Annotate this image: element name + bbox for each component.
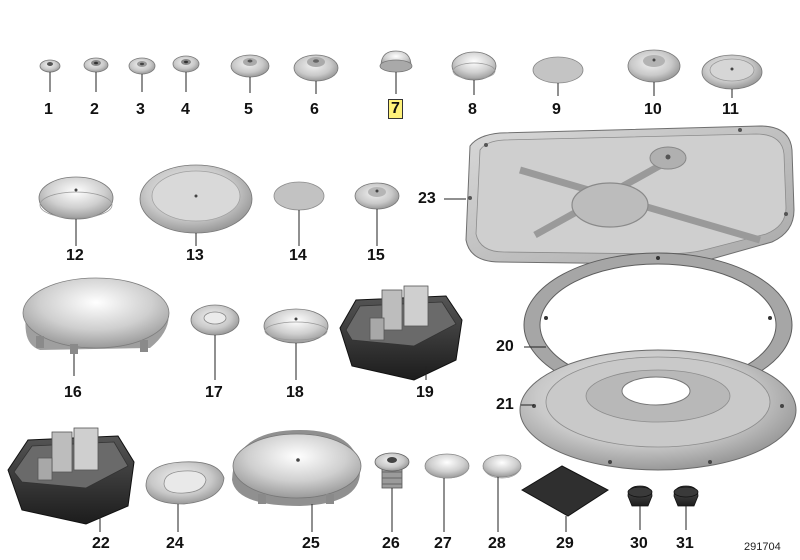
- part-15: [354, 182, 400, 246]
- label-part-26: 26: [382, 535, 400, 552]
- label-part-5: 5: [244, 101, 253, 118]
- part-8: [451, 51, 497, 95]
- part-26: [374, 452, 410, 532]
- label-part-25: 25: [302, 535, 320, 552]
- part-23: [444, 125, 795, 265]
- label-part-21: 21: [496, 396, 514, 413]
- part-5: [230, 54, 270, 93]
- label-part-24: 24: [166, 535, 184, 552]
- part-25: [232, 430, 362, 532]
- part-22: [7, 427, 135, 532]
- part-21: [519, 349, 797, 471]
- part-6: [293, 54, 339, 94]
- label-part-8: 8: [468, 101, 477, 118]
- label-part-2: 2: [90, 101, 99, 118]
- label-part-12: 12: [66, 247, 84, 264]
- part-7: [379, 50, 413, 94]
- part-17: [190, 304, 240, 380]
- label-part-22: 22: [92, 535, 110, 552]
- part-27: [424, 453, 470, 532]
- part-19: [339, 285, 463, 381]
- label-part-14: 14: [289, 247, 307, 264]
- label-part-16: 16: [64, 384, 82, 401]
- label-part-1: 1: [44, 101, 53, 118]
- part-12: [38, 176, 114, 246]
- part-28: [482, 454, 522, 532]
- label-part-30: 30: [630, 535, 648, 552]
- part-24: [145, 461, 225, 532]
- label-part-19: 19: [416, 384, 434, 401]
- label-part-20: 20: [496, 338, 514, 355]
- label-part-23: 23: [418, 190, 436, 207]
- label-part-11: 11: [722, 101, 739, 118]
- part-11: [701, 54, 763, 98]
- label-part-9: 9: [552, 101, 561, 118]
- part-18: [263, 308, 329, 380]
- label-part-18: 18: [286, 384, 304, 401]
- label-part-4: 4: [181, 101, 190, 118]
- part-3: [128, 57, 156, 92]
- part-16: [22, 277, 170, 376]
- part-1: [39, 59, 61, 92]
- part-13: [139, 164, 253, 246]
- label-part-6: 6: [310, 101, 319, 118]
- label-part-7: 7: [388, 99, 403, 119]
- label-part-3: 3: [136, 101, 145, 118]
- label-part-17: 17: [205, 384, 223, 401]
- part-9: [532, 56, 584, 96]
- label-part-15: 15: [367, 247, 385, 264]
- part-30: [627, 485, 653, 530]
- label-part-29: 29: [556, 535, 574, 552]
- label-part-28: 28: [488, 535, 506, 552]
- label-part-13: 13: [186, 247, 204, 264]
- label-part-27: 27: [434, 535, 452, 552]
- label-part-31: 31: [676, 535, 694, 552]
- part-4: [172, 55, 200, 92]
- part-29: [521, 465, 609, 532]
- part-10: [627, 49, 681, 96]
- label-part-10: 10: [644, 101, 662, 118]
- diagram-reference-number: 291704: [744, 541, 781, 553]
- part-14: [273, 181, 325, 246]
- part-31: [673, 485, 699, 530]
- part-2: [83, 57, 109, 92]
